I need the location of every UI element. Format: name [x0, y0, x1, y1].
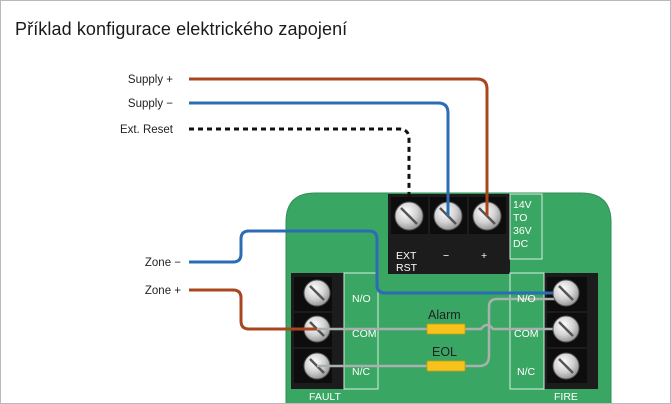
fire-no-label: N/O: [517, 293, 536, 305]
zone-minus-label: Zone −: [145, 257, 181, 269]
fire-nc-label: N/C: [517, 366, 536, 378]
eol-resistor-label: EOL: [432, 345, 457, 359]
voltage-label-1: 14V: [513, 199, 532, 211]
fire-block-name: FIRE: [554, 391, 578, 403]
screw-fire-no: [552, 279, 580, 307]
fire-com-label: COM: [514, 328, 539, 340]
circuit-board: [285, 192, 612, 403]
wire-zone-plus: [189, 288, 317, 331]
wire-ext-reset: [189, 127, 411, 198]
wire-supply-plus: [189, 77, 489, 216]
wire-eol-resistor: [317, 297, 566, 368]
eol-resistor: [426, 360, 466, 372]
voltage-label-4: DC: [513, 238, 529, 250]
voltage-label-3: 36V: [513, 225, 532, 237]
screw-ext-rst: [394, 201, 424, 231]
fault-block-name: FAULT: [309, 391, 341, 403]
ext-reset-label: Ext. Reset: [120, 124, 174, 136]
voltage-label-2: TO: [513, 212, 527, 224]
wire-alarm-resistor: [317, 323, 566, 331]
screw-fire-nc: [552, 352, 580, 380]
page-title: Příklad konfigurace elektrického zapojen…: [15, 19, 348, 39]
alarm-resistor-label: Alarm: [428, 308, 461, 322]
alarm-resistor: [426, 323, 466, 335]
supply-minus-label: Supply −: [128, 98, 173, 110]
rst-label: RST: [396, 262, 418, 274]
supply-plus-label: Supply +: [128, 74, 173, 86]
screw-fault-no: [303, 279, 331, 307]
minus-terminal-label: −: [443, 250, 449, 262]
ext-label: EXT: [396, 250, 417, 262]
fault-com-label: COM: [352, 328, 377, 340]
plus-terminal-label: +: [481, 250, 487, 262]
fault-no-label: N/O: [352, 293, 371, 305]
fault-nc-label: N/C: [352, 366, 371, 378]
wire-supply-minus: [189, 101, 450, 216]
wire-zone-minus: [189, 229, 566, 295]
screw-fire-com: [552, 315, 580, 343]
zone-plus-label: Zone +: [145, 285, 181, 297]
